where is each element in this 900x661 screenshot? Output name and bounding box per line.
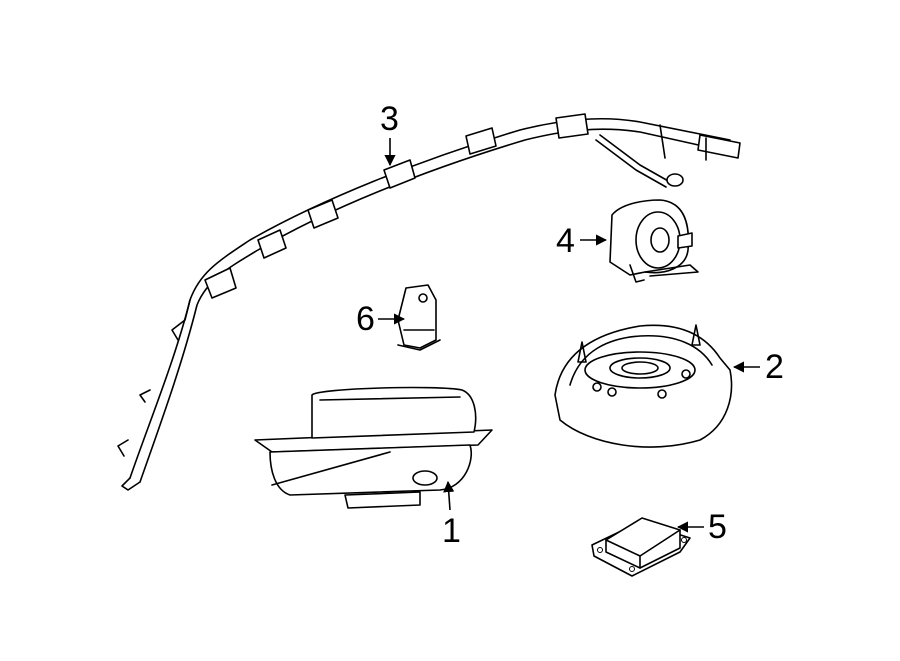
control-module-part xyxy=(591,517,691,577)
sensor-part xyxy=(397,284,441,351)
clockspring-part xyxy=(609,199,699,283)
callout-2-label: 2 xyxy=(765,348,784,386)
callout-3-label: 3 xyxy=(380,100,399,138)
passenger-airbag-part xyxy=(254,386,493,509)
driver-airbag-part xyxy=(554,324,733,448)
curtain-airbag-part xyxy=(117,113,741,491)
callout-5-label: 5 xyxy=(708,508,727,546)
callout-1-label: 1 xyxy=(442,512,461,550)
callout-6-label: 6 xyxy=(356,300,375,338)
callout-1-leader xyxy=(443,480,455,511)
callout-4-label: 4 xyxy=(556,222,575,260)
